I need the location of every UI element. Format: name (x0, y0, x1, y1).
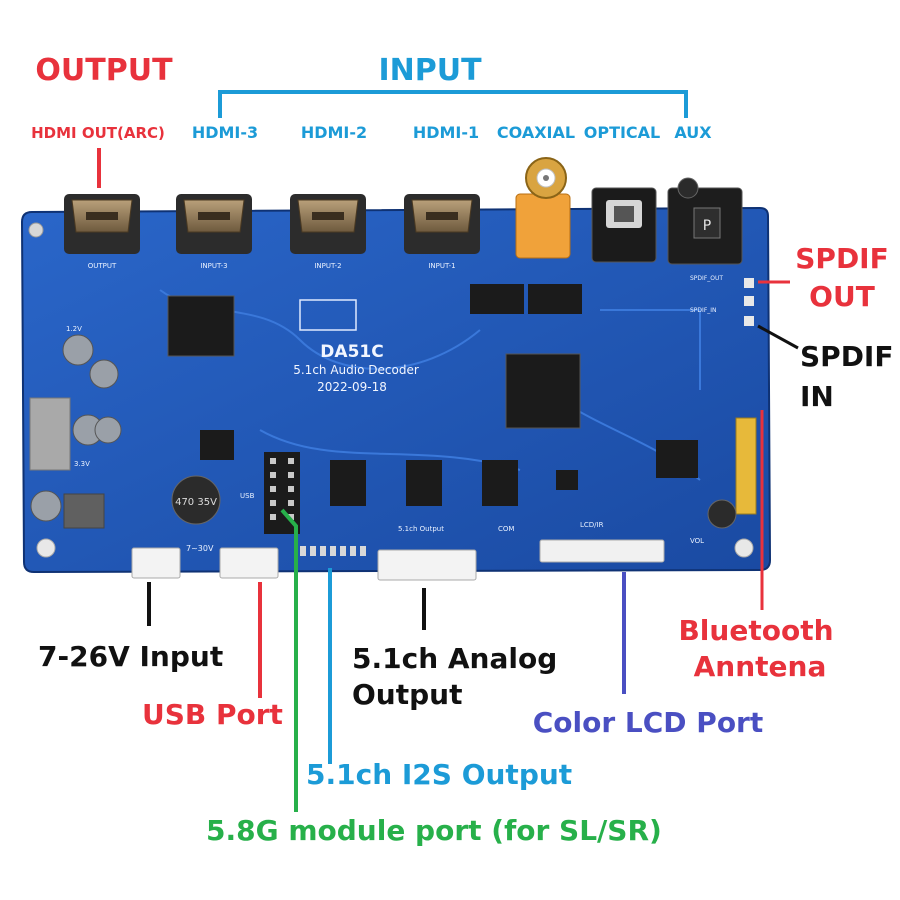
pcb-board (20, 206, 772, 574)
optical-toslink-jack (591, 187, 657, 263)
label-output: OUTPUT (35, 53, 173, 88)
silk-input2: INPUT-2 (314, 262, 341, 270)
mcu-chip (505, 353, 581, 429)
mount-hole (36, 538, 56, 558)
spdif-out-pin (744, 296, 754, 306)
label-bluetooth-line1: Bluetooth (678, 614, 833, 647)
inductor (63, 493, 105, 529)
label-aux: AUX (674, 123, 712, 142)
aux-jack: P (667, 177, 743, 265)
power-connector (131, 547, 181, 579)
mount-hole (734, 538, 754, 558)
label-spdif-out-line1: SPDIF (795, 242, 888, 275)
silk-output: OUTPUT (88, 262, 117, 270)
label-hdmi3: HDMI-3 (192, 123, 258, 142)
board-title-block: DA51C 5.1ch Audio Decoder 2022-09-18 (293, 299, 419, 394)
label-hdmi-out: HDMI OUT(ARC) (31, 124, 165, 142)
label-usb-port: USB Port (142, 698, 283, 731)
dac-chip (482, 460, 518, 506)
label-58g-module: 5.8G module port (for SL/SR) (206, 814, 662, 847)
label-spdif-out-line2: OUT (809, 280, 875, 313)
label-analog-line1: 5.1ch Analog (352, 642, 557, 675)
silk-spdif-out: SPDIF_OUT (690, 275, 723, 282)
silk-vol: VOL (690, 537, 704, 545)
capacitors: 470 35V (30, 334, 737, 529)
label-input: INPUT (378, 53, 482, 88)
label-i2s: 5.1ch I2S Output (306, 758, 572, 791)
mount-hole (28, 222, 44, 238)
silk-cap: 470 35V (175, 497, 217, 508)
silk-33v: 3.3V (74, 460, 90, 468)
lcd-fpc-connector (539, 539, 665, 563)
spdif-out-pin (744, 278, 754, 288)
label-hdmi2: HDMI-2 (301, 123, 367, 142)
hdmi-input2-connector: INPUT-2 (290, 194, 366, 270)
bluetooth-antenna-pad (735, 417, 757, 515)
heatsink-pad (29, 397, 71, 471)
dac-chip (330, 460, 366, 506)
module-58g-header (264, 452, 300, 534)
silk-51ch-output: 5.1ch Output (398, 525, 444, 533)
board-date: 2022-09-18 (317, 380, 387, 394)
spdif-in-pin (744, 316, 754, 326)
small-ic (556, 470, 578, 490)
spdif-in-leader (757, 324, 799, 350)
label-spdif-in-line2: IN (800, 380, 834, 413)
hdmi-input1-connector: INPUT-1 (404, 194, 480, 270)
silk-12v: 1.2V (66, 325, 82, 333)
label-spdif-in-line1: SPDIF (800, 340, 893, 373)
hdmi-out-connector: OUTPUT (64, 194, 140, 270)
small-ic (470, 284, 524, 314)
dac-chip (406, 460, 442, 506)
small-ic (528, 284, 582, 314)
regulator (200, 430, 234, 460)
silk-spdif-in: SPDIF_IN (690, 307, 717, 314)
silk-input3: INPUT-3 (200, 262, 227, 270)
input-bracket (218, 90, 688, 118)
analog-output-connector (377, 549, 477, 581)
silk-lcd: LCD/IR (580, 521, 604, 529)
label-power-input: 7-26V Input (38, 640, 223, 673)
module-58g-leader (280, 508, 298, 812)
silk-power: 7~30V (186, 544, 214, 553)
silk-input1: INPUT-1 (428, 262, 455, 270)
label-analog-line2: Output (352, 678, 462, 711)
label-lcd-port: Color LCD Port (533, 706, 764, 739)
label-optical: OPTICAL (584, 123, 661, 142)
coaxial-rca-jack (515, 157, 571, 259)
i2s-header (300, 546, 366, 556)
label-hdmi1: HDMI-1 (413, 123, 479, 142)
bt-chip (656, 440, 698, 478)
label-coaxial: COAXIAL (497, 123, 575, 142)
hdmi-input3-connector: INPUT-3 (176, 194, 252, 270)
board-model: DA51C (320, 342, 383, 362)
silk-com: COM (498, 525, 514, 533)
jack-letter: P (703, 218, 711, 234)
dsp-chip (167, 295, 235, 357)
label-bluetooth-line2: Anntena (694, 650, 827, 683)
board-subtitle: 5.1ch Audio Decoder (293, 363, 419, 377)
silk-usb: USB (240, 492, 255, 500)
usb-connector (219, 547, 279, 579)
